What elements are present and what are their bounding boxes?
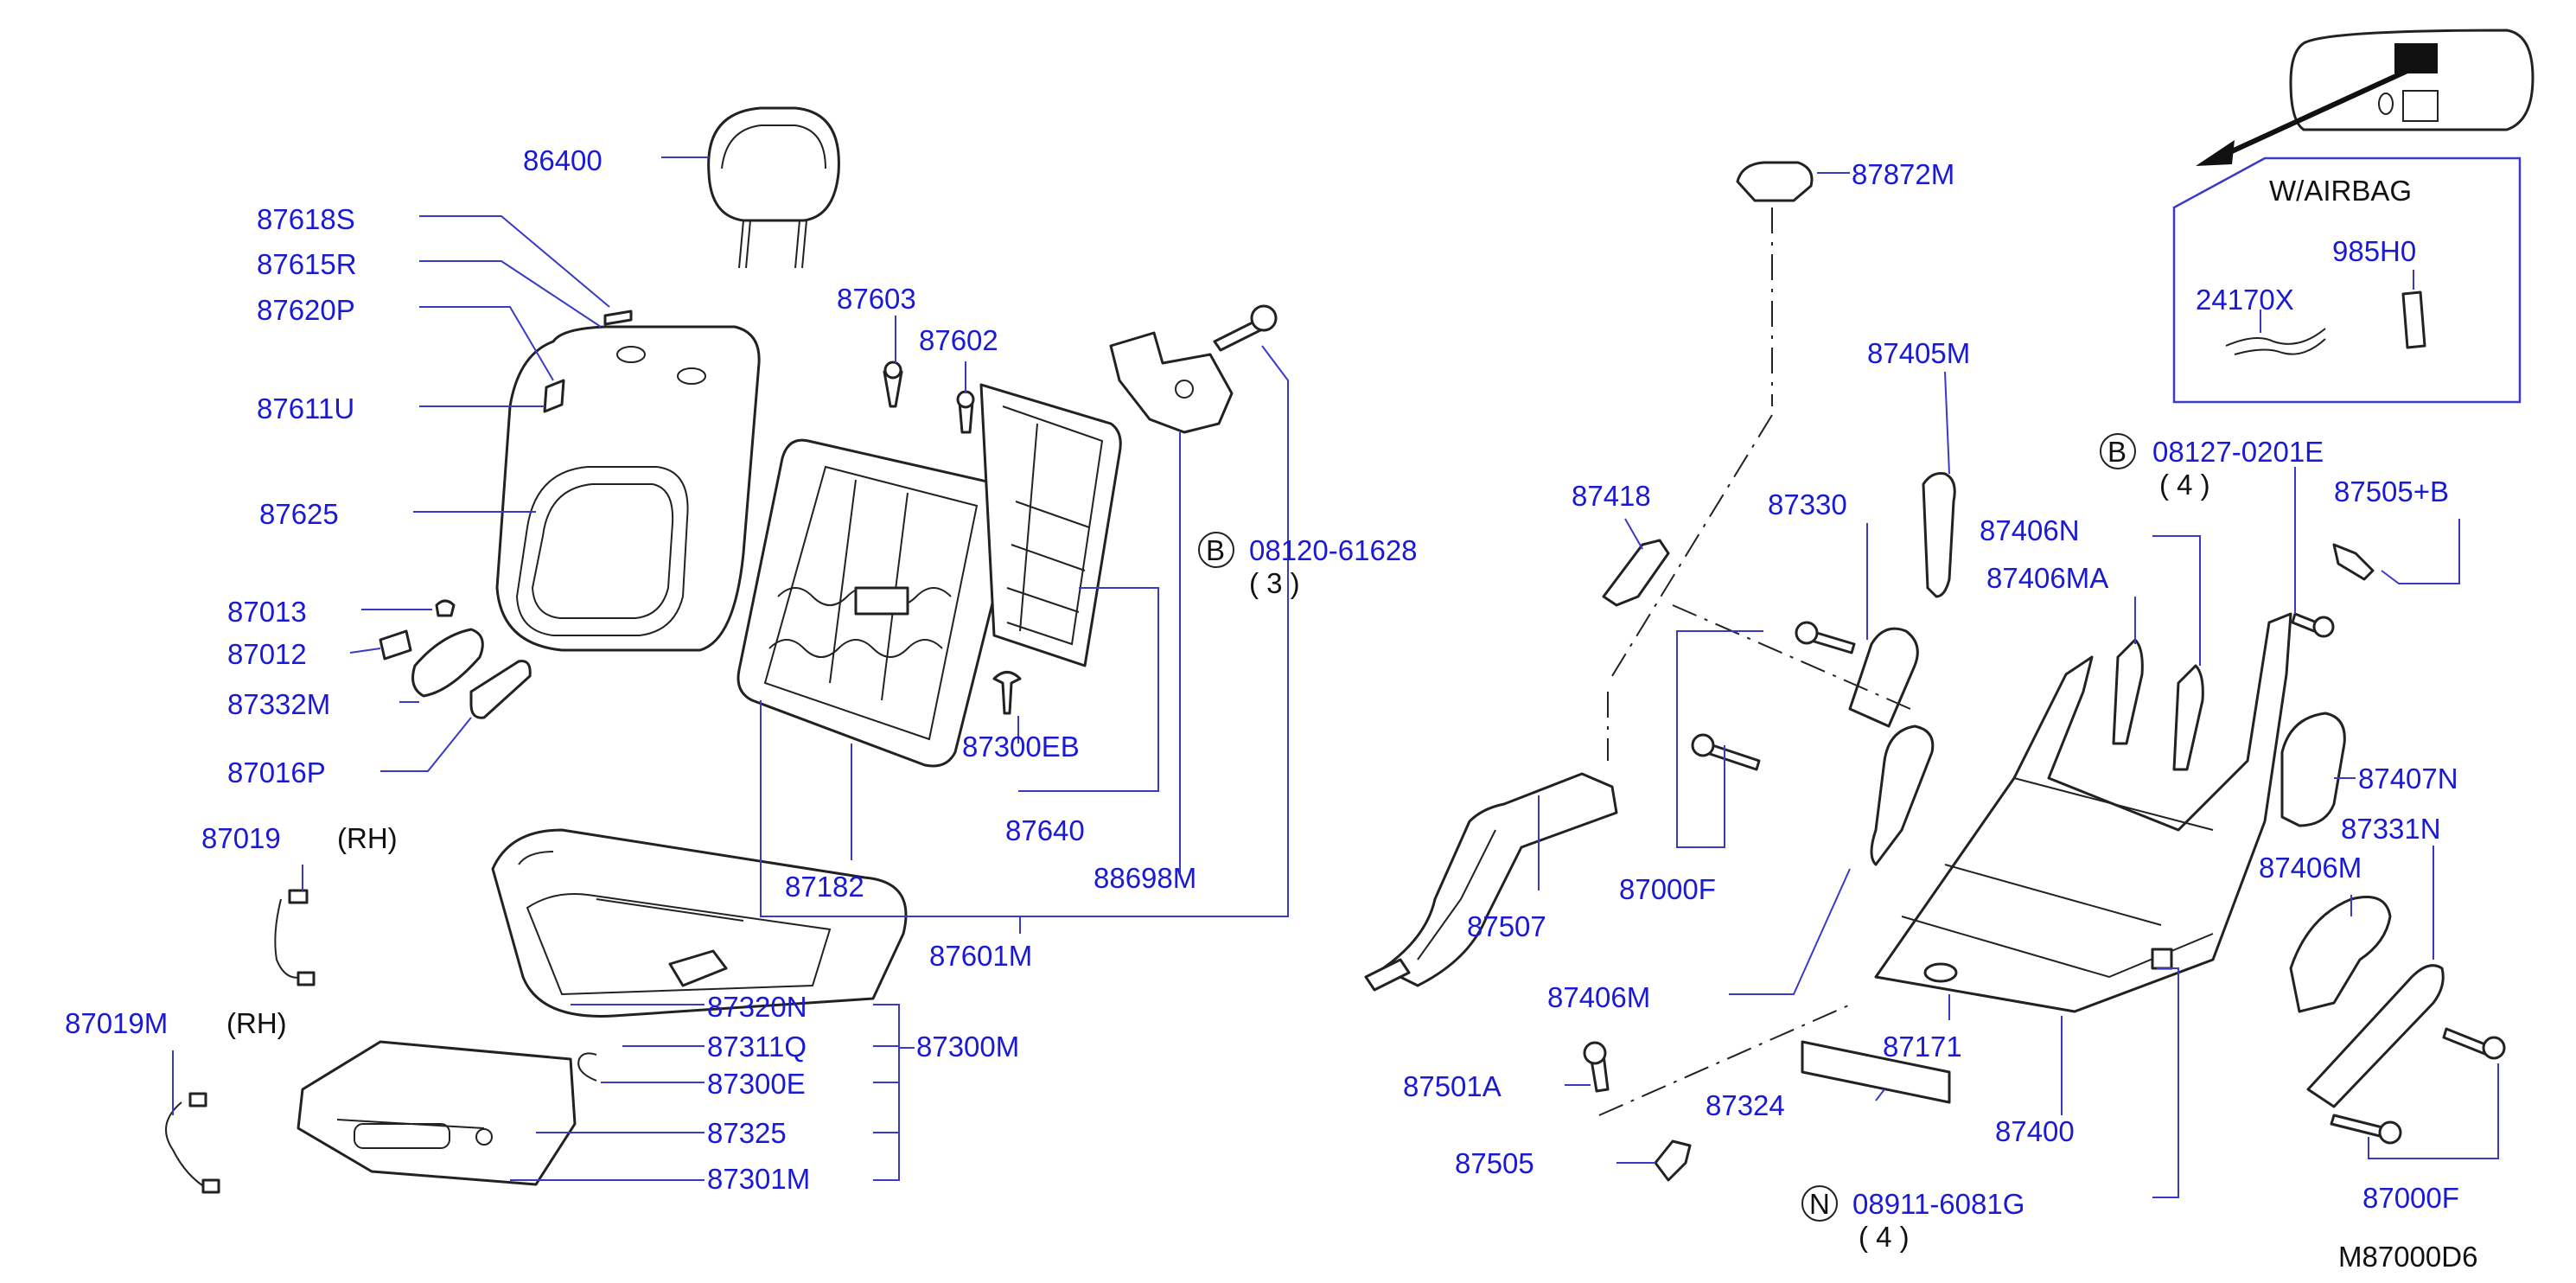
seat-cushion-drawing [491,828,908,1018]
part-label-87400: 87400 [1995,1115,2075,1147]
seatback-cover-drawing [495,310,761,652]
part-label-87019: 87019 [201,822,281,854]
cover-87407n-drawing [2280,712,2346,827]
part-label-87000f-left: 87000F [1619,873,1716,905]
seatback-frame-drawing [736,438,1016,768]
part-label-87019m: 87019M [65,1007,168,1039]
bolts-87000f-left [1691,621,1856,771]
part-label-87618s: 87618S [257,203,355,235]
part-label-87301m: 87301M [707,1163,810,1195]
part-label-87332m: 87332M [227,688,330,720]
leader-lines [172,156,2499,1198]
part-label-87300e: 87300E [707,1068,806,1100]
part-label-87640: 87640 [1005,814,1085,846]
arm-87331n-drawing [2306,964,2445,1108]
inset-part-24170x: 24170X [2196,284,2294,316]
reference-lines [1598,207,1911,1116]
part-label-87331n: 87331N [2341,813,2441,845]
fastener-qty-2: ( 4 ) [2159,469,2210,501]
part-label-87406m-right: 87406M [2259,852,2362,884]
fastener-drawings [883,304,1278,715]
part-label-87507: 87507 [1467,910,1546,942]
part-label-87603: 87603 [837,283,916,315]
vehicle-location-icon [2196,29,2535,166]
cushion-pan-drawing [296,1040,577,1186]
fastener-badge-n [1801,1185,1838,1222]
part-label-87300eb: 87300EB [962,731,1080,763]
inset-box-outline [2172,156,2522,404]
part-label-87620p: 87620P [257,294,355,326]
part-label-87625: 87625 [259,498,339,530]
knob-covers-drawing [379,599,532,719]
inset-part-985h0: 985H0 [2332,235,2416,267]
part-label-87016p: 87016P [227,756,326,788]
part-label-87418: 87418 [1572,480,1651,512]
bracket-drawing [1109,331,1234,434]
part-label-87406ma: 87406MA [1986,562,2108,594]
fastener-prefix-b-1: B [1206,534,1225,566]
fastener-number-08911-6081g: 08911-6081G [1852,1188,2024,1220]
part-label-87611u: 87611U [257,393,354,424]
bolts-87000f-right [2330,1027,2506,1145]
headrest-drawing [707,106,840,269]
cover-87406m-right-drawing [2289,896,2392,1013]
part-label-87182: 87182 [785,871,864,903]
cover-87406m-center-drawing [1870,724,1935,866]
part-label-87330: 87330 [1768,488,1847,520]
part-label-87601m: 87601M [929,940,1032,972]
diagram-id: M87000D6 [2338,1241,2477,1273]
lever-drawing [1602,539,1670,607]
part-label-87615r: 87615R [257,248,357,280]
part-label-87324: 87324 [1706,1089,1785,1121]
fastener-badge-b-1 [1198,532,1234,568]
part-label-87013: 87013 [227,596,307,628]
fastener-badge-b-2 [2100,433,2136,469]
part-label-88698m: 88698M [1094,862,1196,894]
ring-clip-drawing [577,1052,597,1082]
back-board-drawing [979,383,1122,667]
part-label-87171: 87171 [1883,1031,1962,1063]
fastener-number-08120-61628: 08120-61628 [1249,534,1418,566]
fastener-qty-3: ( 4 ) [1859,1221,1910,1253]
fastener-qty-1: ( 3 ) [1249,567,1300,599]
inset-airbag-parts [2225,290,2426,355]
inset-title: W/AIRBAG [2269,175,2412,207]
part-label-87300m: 87300M [916,1031,1019,1063]
fastener-number-08127-0201e: 08127-0201E [2152,436,2324,468]
cap-drawing [1736,161,1814,202]
cover-87330-drawing [1848,627,1919,728]
part-label-87407n: 87407N [2358,763,2458,795]
part-label-87501a: 87501A [1403,1070,1502,1102]
side-label-rh-upper: (RH) [337,822,398,854]
part-label-87872m: 87872M [1852,158,1954,190]
part-label-87320n: 87320N [707,991,807,1023]
part-label-87406n: 87406N [1980,514,2080,546]
part-label-87311q: 87311Q [707,1031,807,1063]
seat-track-frame-drawing [1874,612,2292,1013]
side-label-rh-lower: (RH) [226,1007,287,1039]
fastener-prefix-b-2: B [2107,436,2126,468]
part-label-86400: 86400 [523,144,603,176]
misc-parts-right [1583,543,2375,1182]
part-label-87000f-right: 87000F [2362,1182,2459,1214]
part-label-87012: 87012 [227,638,307,670]
part-label-87505-b: 87505+B [2334,476,2449,507]
side-shield-drawing [1364,772,1618,992]
part-label-87505: 87505 [1455,1147,1534,1179]
cover-87405m-drawing [1922,472,1956,598]
part-label-87406m-center: 87406M [1547,981,1650,1013]
part-label-87405m: 87405M [1867,337,1970,369]
part-label-87325: 87325 [707,1117,787,1149]
fastener-prefix-n: N [1809,1188,1830,1220]
harness-drawings [165,889,316,1194]
part-label-87602: 87602 [919,324,998,356]
